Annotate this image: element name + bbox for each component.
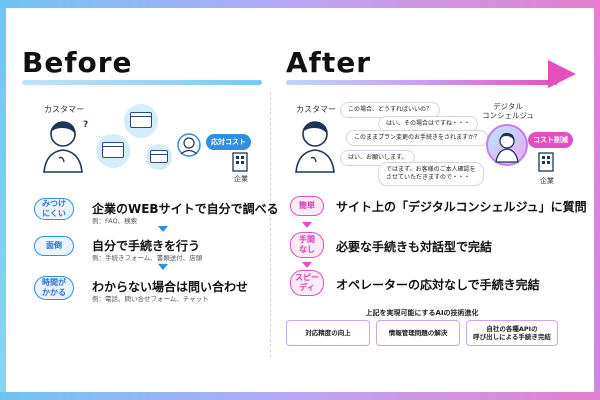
down-arrow [302,222,312,228]
chat-bubble-concierge: このままプラン変更のお手続きをされますか？ [346,130,489,146]
step-badge-label: スピー ディ [295,273,319,292]
step-badge-label: 手間 なし [299,235,315,254]
question-icon: ? [83,120,88,128]
section-divider [270,92,271,357]
after-heading-bar [286,80,558,85]
down-arrow [158,226,168,232]
step-title: 企業のWEBサイトで自分で調べる [92,202,279,216]
step-sub: 例：FAQ、検索 [92,217,138,225]
step-badge-hard-to-find: みつけ にくい [34,198,74,220]
svg-text:?: ? [83,120,88,128]
before-heading-bar [22,80,262,85]
cost-tag: 応対コスト [206,134,251,150]
step-badge-label: 簡単 [299,201,315,210]
step-sub: 例：手続きフォーム、書類送付、店頭 [92,254,203,262]
step-badge-label: みつけ にくい [42,199,66,218]
concierge-person-icon [495,132,519,163]
chat-bubble-concierge: ではまず、お客様のご本人確認を させていただきますので・・・ [378,162,484,186]
step-sub: 例：電話、問い合せフォーム、チャット [92,295,209,303]
customer-person-icon [43,121,83,173]
after-customer-label: カスタマー [296,105,336,114]
tech-box-info-mgmt: 情報管理問題の解決 [376,320,460,346]
web-window-icon [130,112,152,128]
step-badge-takes-time: 時間が かかる [34,276,74,300]
after-heading: After [286,46,372,79]
tech-box-label: 対応精度の向上 [305,329,351,337]
frame-top-border [0,0,600,8]
step-badge-easy: 簡単 [290,196,324,216]
frame-right-border [594,0,600,400]
tech-box-label: 自社の各種APIの 呼び出しによる手続き完結 [473,325,551,341]
building-icon [232,152,248,172]
concierge-label: デジタル コンシェルジュ [482,102,534,120]
tech-box-api: 自社の各種APIの 呼び出しによる手続き完結 [466,320,558,346]
after-arrow-head [548,60,576,88]
step-badge-effortless: 手間 なし [290,232,324,258]
step-title: オペレーターの応対なしで手続き完結 [336,278,540,292]
before-company-label: 企業 [234,175,248,183]
down-arrow [302,262,312,268]
down-arrow [158,264,168,270]
step-title: 必要な手続きも対話型で完結 [336,240,493,254]
frame-bottom-border [0,392,600,400]
frame-left-border [0,0,6,400]
step-title: わからない場合は問い合わせ [92,280,249,294]
web-window-icon [102,142,124,158]
web-window-icon [150,150,168,163]
step-title: サイト上の「デジタルコンシェルジュ」に質問 [336,200,587,214]
step-badge-speedy: スピー ディ [290,270,324,296]
before-heading: Before [22,46,133,79]
before-customer-label: カスタマー [44,105,84,114]
tech-box-label: 情報管理問題の解決 [388,329,448,337]
tech-box-accuracy: 対応精度の向上 [286,320,370,346]
cost-cut-tag: コスト削減 [528,132,573,148]
step-badge-label: 面倒 [46,241,62,250]
customer-person-icon [295,121,335,173]
after-company-label: 企業 [540,177,554,185]
step-badge-tedious: 面倒 [34,236,74,256]
step-title: 自分で手続きを行う [92,239,201,253]
building-icon [538,152,554,172]
operator-icon [177,133,201,157]
step-badge-label: 時間が かかる [42,278,66,297]
tech-title: 上記を実現可能にするAIの技術進化 [365,309,479,317]
